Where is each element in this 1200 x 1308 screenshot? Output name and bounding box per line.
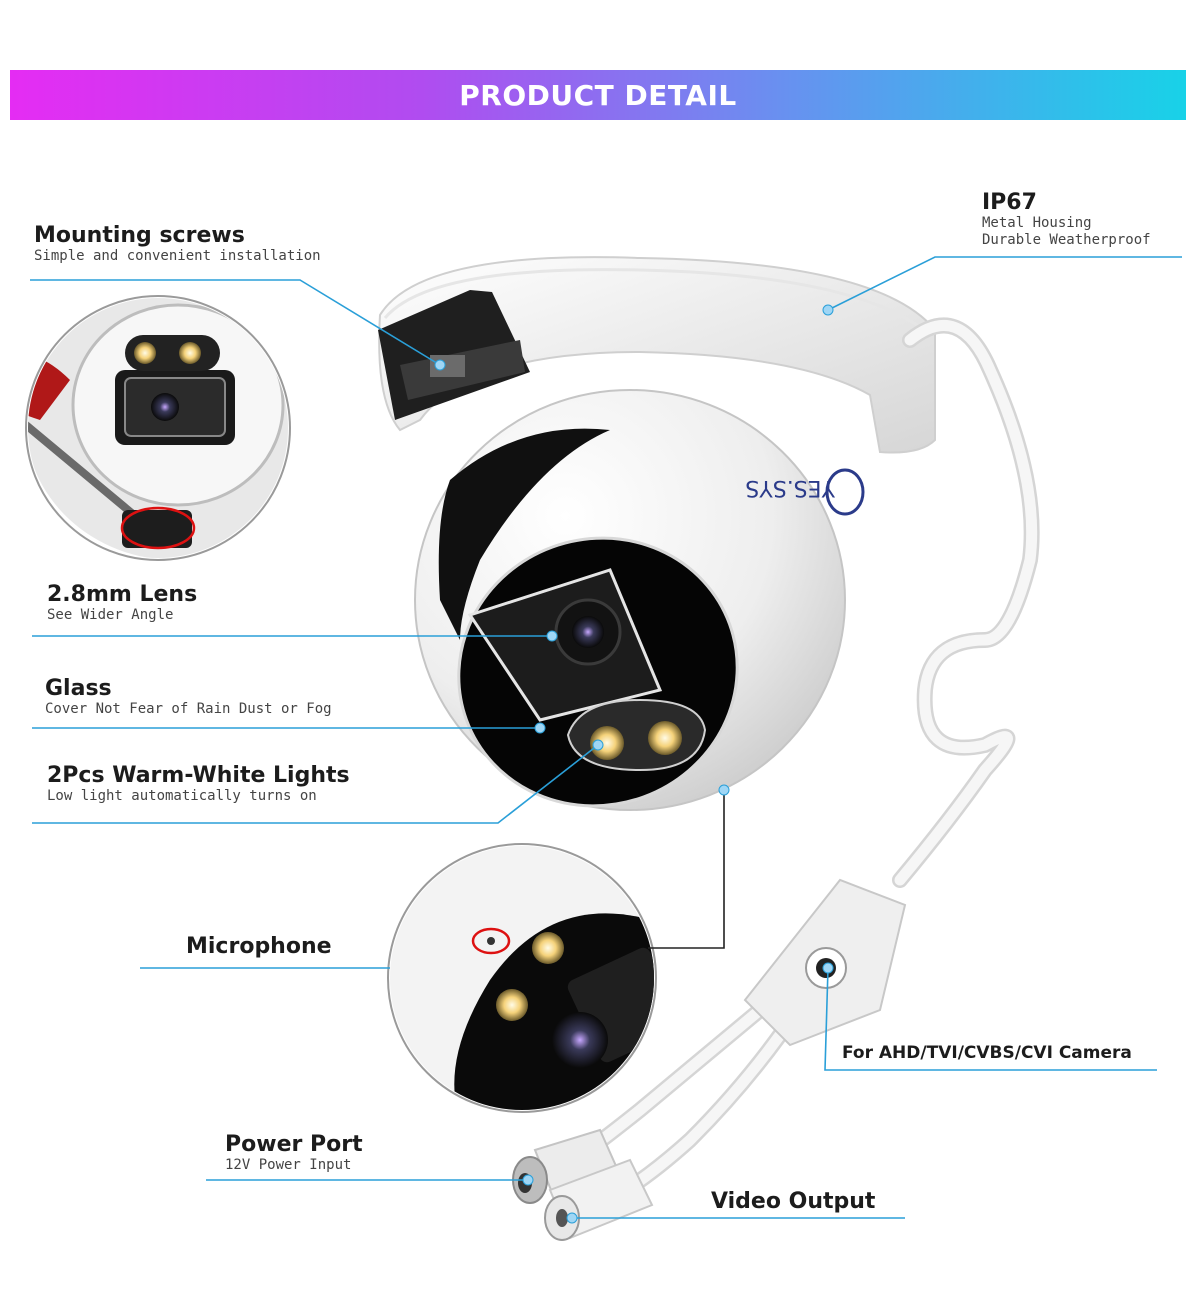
callout-power-port: Power Port 12V Power Input [225,1132,363,1174]
camera-body: YES.SYS [378,256,936,811]
callout-subtitle-1: Metal Housing [982,215,1092,231]
callout-subtitle: Simple and convenient installation [34,248,321,264]
callout-title: IP67 [982,190,1037,215]
callout-warm-white-lights: 2Pcs Warm-White Lights Low light automat… [47,763,350,805]
callout-title: 2.8mm Lens [47,582,198,607]
callout-title: Power Port [225,1132,363,1157]
microphone-pointer-line [648,790,725,949]
callout-subtitle-2: Durable Weatherproof [982,232,1151,248]
callout-title: Microphone [186,934,332,959]
callout-lines [30,256,1182,1219]
callout-title: Mounting screws [34,223,245,248]
callout-title: For AHD/TVI/CVBS/CVI Camera [842,1043,1132,1063]
callout-mounting-screws: Mounting screws Simple and convenient in… [34,223,321,265]
brand-logo: YES.SYS [745,475,836,500]
callout-subtitle: 12V Power Input [225,1157,352,1173]
callout-microphone: Microphone [186,934,332,959]
microphone-inset [387,843,657,1113]
mounting-inset [25,295,291,561]
header-banner: PRODUCT DETAIL [10,70,1186,120]
callout-ip67: IP67 Metal Housing Durable Weatherproof [982,190,1151,249]
callout-dots [434,304,834,1224]
callout-subtitle: Cover Not Fear of Rain Dust or Fog [45,701,332,717]
splitter-block [743,878,907,1047]
callout-title: Video Output [711,1189,876,1214]
callout-subtitle: See Wider Angle [47,607,174,623]
callout-subtitle: Low light automatically turns on [47,788,317,804]
page-title: PRODUCT DETAIL [459,78,737,112]
callout-glass: Glass Cover Not Fear of Rain Dust or Fog [45,676,332,718]
callout-title: Glass [45,676,112,701]
callout-title: 2Pcs Warm-White Lights [47,763,350,788]
callout-camera-type: For AHD/TVI/CVBS/CVI Camera [842,1043,1132,1063]
callout-video-output: Video Output [711,1189,875,1214]
callout-lens: 2.8mm Lens See Wider Angle [47,582,197,624]
